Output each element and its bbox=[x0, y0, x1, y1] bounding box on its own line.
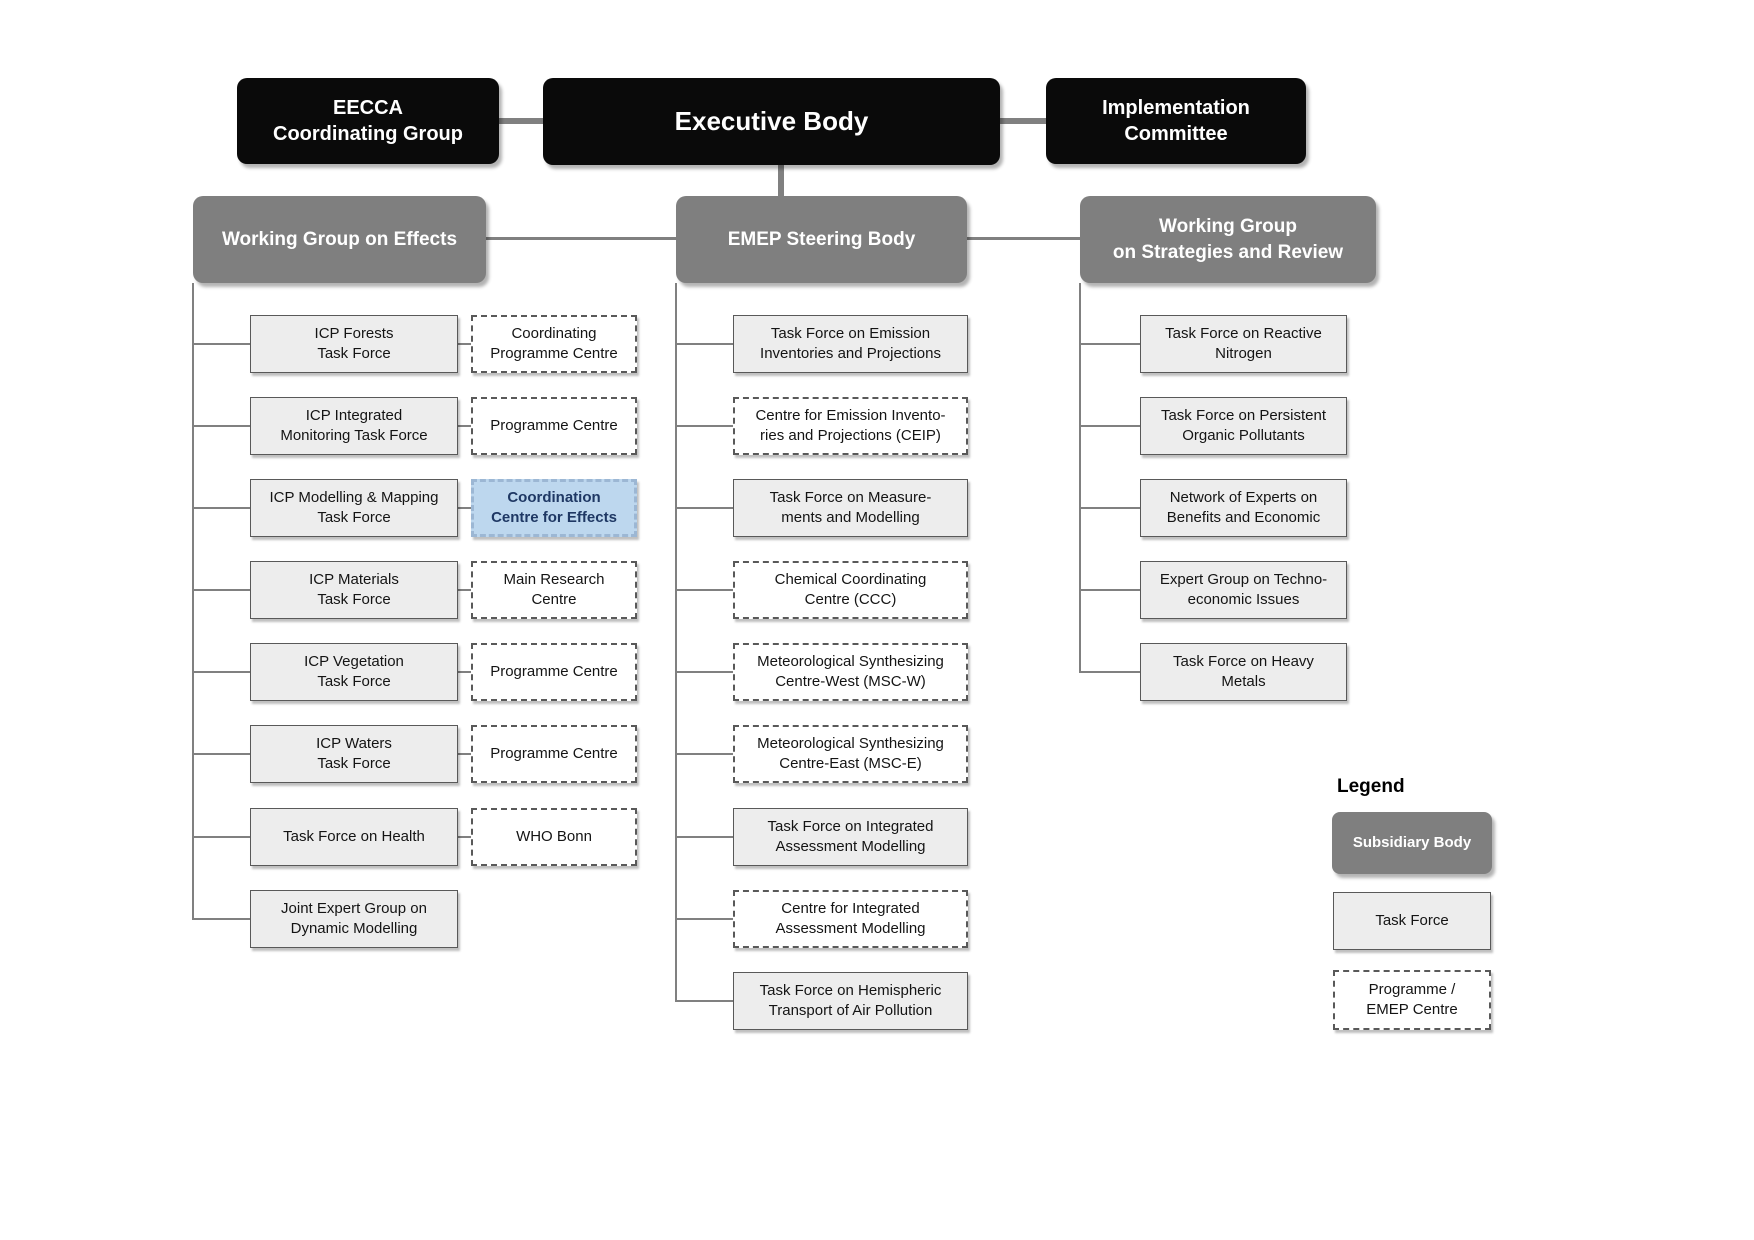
node-eecca-coordinating-group: EECCA Coordinating Group bbox=[237, 78, 499, 164]
connector-line bbox=[192, 671, 250, 673]
connector-line bbox=[192, 283, 194, 920]
connector-line bbox=[1000, 118, 1046, 124]
node-icp-materials-task-force: ICP Materials Task Force bbox=[250, 561, 458, 619]
node-tf-heavy-metals: Task Force on Heavy Metals bbox=[1140, 643, 1347, 701]
legend-title: Legend bbox=[1337, 776, 1405, 797]
connector-line bbox=[458, 753, 471, 755]
connector-line bbox=[192, 507, 250, 509]
centre-msc-west: Meteorological Synthesizing Centre-West … bbox=[733, 643, 968, 701]
connector-line bbox=[499, 118, 543, 124]
centre-coordination-centre-effects: Coordination Centre for Effects bbox=[471, 479, 637, 537]
connector-line bbox=[192, 836, 250, 838]
connector-line bbox=[675, 918, 733, 920]
node-working-group-effects: Working Group on Effects bbox=[193, 196, 486, 283]
connector-line bbox=[1079, 671, 1140, 673]
connector-line bbox=[192, 753, 250, 755]
node-icp-forests-task-force: ICP Forests Task Force bbox=[250, 315, 458, 373]
connector-line bbox=[675, 283, 677, 1001]
connector-line bbox=[1079, 283, 1081, 673]
centre-programme-vegetation: Programme Centre bbox=[471, 643, 637, 701]
connector-line bbox=[192, 425, 250, 427]
connector-line bbox=[458, 671, 471, 673]
node-implementation-committee: Implementation Committee bbox=[1046, 78, 1306, 164]
node-tf-persistent-organic-pollutants: Task Force on Persistent Organic Polluta… bbox=[1140, 397, 1347, 455]
connector-line bbox=[778, 164, 784, 197]
connector-line bbox=[458, 343, 471, 345]
node-tf-integrated-assessment-modelling: Task Force on Integrated Assessment Mode… bbox=[733, 808, 968, 866]
connector-line bbox=[486, 237, 676, 240]
centre-ccc: Chemical Coordinating Centre (CCC) bbox=[733, 561, 968, 619]
centre-programme-im: Programme Centre bbox=[471, 397, 637, 455]
centre-msc-east: Meteorological Synthesizing Centre-East … bbox=[733, 725, 968, 783]
node-emep-steering-body: EMEP Steering Body bbox=[676, 196, 967, 283]
connector-line bbox=[1079, 425, 1140, 427]
connector-line bbox=[1079, 343, 1140, 345]
connector-line bbox=[675, 589, 733, 591]
node-icp-vegetation-task-force: ICP Vegetation Task Force bbox=[250, 643, 458, 701]
node-tf-reactive-nitrogen: Task Force on Reactive Nitrogen bbox=[1140, 315, 1347, 373]
connector-line bbox=[1079, 589, 1140, 591]
centre-programme-waters: Programme Centre bbox=[471, 725, 637, 783]
node-task-force-health: Task Force on Health bbox=[250, 808, 458, 866]
node-tf-hemispheric-transport: Task Force on Hemispheric Transport of A… bbox=[733, 972, 968, 1030]
node-tf-emission-inventories: Task Force on Emission Inventories and P… bbox=[733, 315, 968, 373]
connector-line bbox=[675, 507, 733, 509]
connector-line bbox=[1079, 507, 1140, 509]
node-working-group-strategies: Working Group on Strategies and Review bbox=[1080, 196, 1376, 283]
connector-line bbox=[458, 589, 471, 591]
node-icp-modelling-mapping-task-force: ICP Modelling & Mapping Task Force bbox=[250, 479, 458, 537]
connector-line bbox=[675, 343, 733, 345]
connector-line bbox=[675, 671, 733, 673]
connector-line bbox=[967, 237, 1080, 240]
centre-ceip: Centre for Emission Invento- ries and Pr… bbox=[733, 397, 968, 455]
node-icp-integrated-monitoring-task-force: ICP Integrated Monitoring Task Force bbox=[250, 397, 458, 455]
node-executive-body: Executive Body bbox=[543, 78, 1000, 165]
node-joint-expert-group-dynamic-modelling: Joint Expert Group on Dynamic Modelling bbox=[250, 890, 458, 948]
legend-task-force: Task Force bbox=[1333, 892, 1491, 950]
centre-integrated-assessment-modelling: Centre for Integrated Assessment Modelli… bbox=[733, 890, 968, 948]
node-tf-measurements-modelling: Task Force on Measure- ments and Modelli… bbox=[733, 479, 968, 537]
connector-line bbox=[675, 753, 733, 755]
connector-line bbox=[458, 507, 471, 509]
connector-line bbox=[675, 836, 733, 838]
centre-who-bonn: WHO Bonn bbox=[471, 808, 637, 866]
connector-line bbox=[458, 425, 471, 427]
centre-main-research: Main Research Centre bbox=[471, 561, 637, 619]
legend-subsidiary-body: Subsidiary Body bbox=[1332, 812, 1492, 874]
connector-line bbox=[458, 836, 471, 838]
legend-programme-centre: Programme / EMEP Centre bbox=[1333, 970, 1491, 1030]
node-network-experts-benefits: Network of Experts on Benefits and Econo… bbox=[1140, 479, 1347, 537]
node-expert-group-techno-economic: Expert Group on Techno- economic Issues bbox=[1140, 561, 1347, 619]
connector-line bbox=[675, 1000, 733, 1002]
node-icp-waters-task-force: ICP Waters Task Force bbox=[250, 725, 458, 783]
centre-coordinating-programme: Coordinating Programme Centre bbox=[471, 315, 637, 373]
connector-line bbox=[192, 589, 250, 591]
connector-line bbox=[192, 918, 250, 920]
connector-line bbox=[675, 425, 733, 427]
connector-line bbox=[192, 343, 250, 345]
